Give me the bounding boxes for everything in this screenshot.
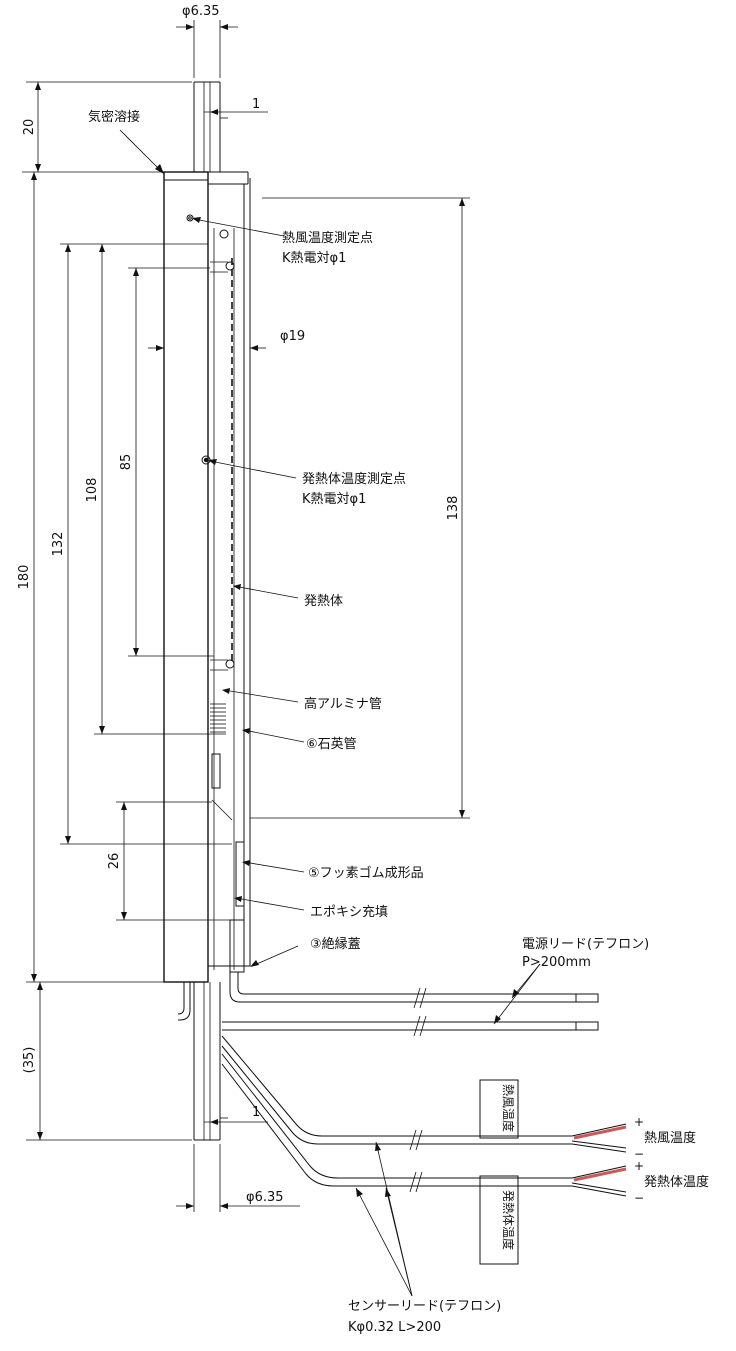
dim-total-length: 180 xyxy=(17,172,164,983)
label-fluoro-rubber: ⑤フッ素ゴム成形品 xyxy=(242,860,424,881)
out-heater-text: 発熱体温度 xyxy=(644,1174,709,1190)
dim-85: 85 xyxy=(119,267,214,657)
dim-top-length-text: 20 xyxy=(22,119,37,136)
dim-bottom-diameter: φ6.35 xyxy=(176,1144,300,1212)
minus-hot-air: − xyxy=(634,1147,644,1161)
dim-bottom-diameter-text: φ6.35 xyxy=(246,1190,284,1205)
label-welding: 気密溶接 xyxy=(88,109,164,174)
dim-heater-span-text: 138 xyxy=(446,496,461,521)
dim-top-diameter-text: φ6.35 xyxy=(182,4,220,19)
plus-hot-air: + xyxy=(634,1115,644,1129)
label-power-lead-line2: P>200mm xyxy=(522,955,591,970)
label-hot-air-point-line2: K熱電対φ1 xyxy=(282,251,346,266)
plus-heater: + xyxy=(634,1159,644,1173)
label-quartz: ⑥石英管 xyxy=(242,728,357,752)
dim-top-diameter: φ6.35 xyxy=(176,4,238,78)
label-heater: 発熱体 xyxy=(233,584,343,609)
main-body xyxy=(163,171,251,983)
dim-bottom-length-text: (35) xyxy=(22,1047,37,1074)
dim-top-length: 20 xyxy=(22,81,192,173)
dim-108-text: 108 xyxy=(85,478,100,503)
dim-bottom-wall: 1 xyxy=(204,1105,268,1125)
label-heater-point-line2: K熱電対φ1 xyxy=(302,492,366,507)
label-insulating-cap-text: ③絶縁蓋 xyxy=(310,936,361,952)
dim-top-wall-text: 1 xyxy=(252,97,260,112)
label-quartz-text: ⑥石英管 xyxy=(306,737,357,752)
label-hot-air-point: 熱風温度測定点 K熱電対φ1 xyxy=(192,217,373,266)
label-epoxy: エポキシ充填 xyxy=(234,896,388,920)
label-epoxy-text: エポキシ充填 xyxy=(310,904,388,920)
label-heater-text: 発熱体 xyxy=(304,594,343,609)
dim-tube-diameter: φ19 xyxy=(148,329,305,351)
sensor-leads xyxy=(221,1035,627,1297)
label-power-lead-line1: 電源リード(テフロン) xyxy=(522,937,649,952)
dim-heater-span: 138 xyxy=(250,197,470,819)
dim-26-text: 26 xyxy=(107,853,122,870)
dim-tube-diameter-text: φ19 xyxy=(280,329,305,344)
tag-hot-air-text: 熱風温度 xyxy=(501,1084,516,1132)
top-inlet-tube xyxy=(193,81,228,172)
dim-bottom-wall-text: 1 xyxy=(252,1105,260,1120)
label-hot-air-point-line1: 熱風温度測定点 xyxy=(282,230,373,246)
label-alumina: 高アルミナ管 xyxy=(222,688,382,712)
tag-heater-text: 発熱体温度 xyxy=(501,1190,516,1250)
dim-total-length-text: 180 xyxy=(17,565,32,590)
label-welding-text: 気密溶接 xyxy=(88,109,140,125)
label-sensor-lead-line1: センサーリード(テフロン) xyxy=(348,1299,501,1314)
power-leads: 電源リード(テフロン) P>200mm xyxy=(222,937,649,1037)
label-sensor-lead-line2: Kφ0.32 L>200 xyxy=(348,1320,441,1335)
label-heater-point-line1: 発熱体温度測定点 xyxy=(302,471,406,487)
minus-heater: − xyxy=(634,1191,644,1205)
label-alumina-text: 高アルミナ管 xyxy=(304,696,382,712)
dim-132: 132 xyxy=(51,243,232,845)
dim-26: 26 xyxy=(107,801,232,921)
dim-bottom-length: (35) xyxy=(22,982,192,1141)
dim-top-wall: 1 xyxy=(204,97,268,115)
label-heater-point: 発熱体温度測定点 K熱電対φ1 xyxy=(208,459,406,507)
dim-108: 108 xyxy=(85,244,226,735)
label-insulating-cap: ③絶縁蓋 xyxy=(250,936,361,967)
out-hot-air-text: 熱風温度 xyxy=(644,1130,696,1146)
dim-85-text: 85 xyxy=(119,454,134,471)
dim-132-text: 132 xyxy=(51,532,66,557)
label-fluoro-rubber-text: ⑤フッ素ゴム成形品 xyxy=(308,865,424,881)
bottom-outlet-tube xyxy=(177,982,228,1141)
